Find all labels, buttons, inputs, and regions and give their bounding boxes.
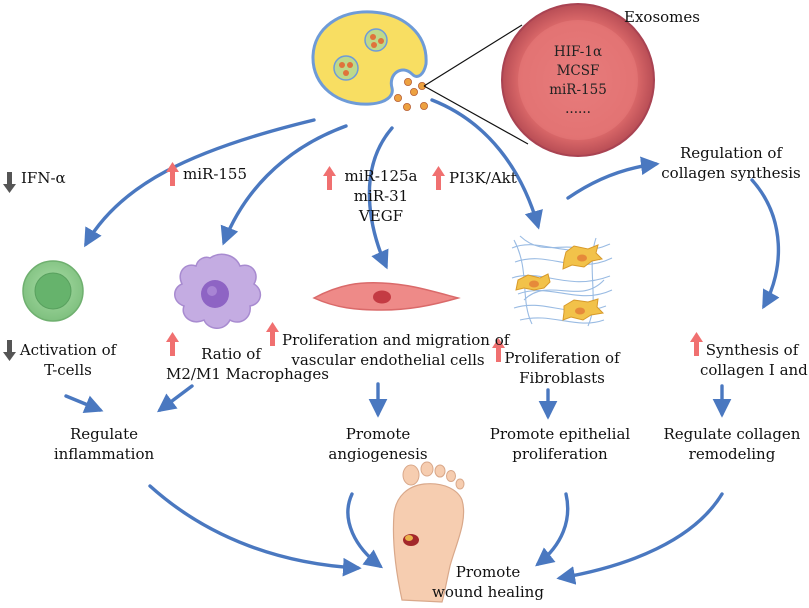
t-cell-icon bbox=[22, 260, 84, 322]
arrow-tcell-down bbox=[64, 394, 104, 413]
zoom-line-top bbox=[423, 24, 523, 87]
exosome-content-item: MCSF bbox=[556, 63, 600, 79]
outcome-epithelial: Promote epithelial proliferation bbox=[486, 424, 634, 464]
outcome-angiogenesis: Promote angiogenesis bbox=[318, 424, 438, 464]
effect-macrophage: Ratio of M2/M1 Macrophages bbox=[166, 344, 329, 384]
label-line: inflammation bbox=[53, 445, 155, 463]
label-line: Proliferation and migration of bbox=[282, 331, 510, 349]
arrow-epithelial-to-healing bbox=[535, 492, 570, 567]
effect-fibroblast: Proliferation of Fibroblasts bbox=[504, 348, 620, 388]
signal-line: miR-125a bbox=[344, 167, 418, 185]
arrow-to-macrophage bbox=[220, 124, 348, 246]
arrow-to-tcell bbox=[84, 118, 316, 248]
effect-endothelial: Proliferation and migration of vascular … bbox=[282, 330, 510, 370]
outcome-remodeling: Regulate collagen remodeling bbox=[662, 424, 802, 464]
arrow-to-regulation bbox=[566, 156, 660, 200]
up-arrow-icon bbox=[266, 322, 279, 346]
exosome-content-item: HIF-1α bbox=[553, 44, 603, 60]
signal-mir155: miR-155 bbox=[183, 165, 248, 183]
up-arrow-icon bbox=[323, 166, 336, 190]
wounded-foot-icon bbox=[392, 461, 465, 603]
label-line: collagen I and III bbox=[700, 361, 809, 379]
outcome-wound-healing: Promote wound healing bbox=[428, 562, 548, 602]
signal-line: miR-31 bbox=[353, 187, 409, 205]
stem-cell-icon bbox=[311, 10, 428, 112]
endothelial-cell-icon bbox=[312, 282, 461, 311]
exosome-content-item: miR-155 bbox=[549, 82, 607, 98]
zoom-line-bottom bbox=[423, 85, 529, 145]
up-arrow-icon bbox=[690, 332, 703, 356]
label-line: Promote bbox=[345, 425, 411, 443]
arrow-macrophage-down bbox=[157, 384, 194, 413]
label-line: Regulate collagen bbox=[663, 425, 801, 443]
up-arrow-icon bbox=[432, 166, 445, 190]
label-line: Promote bbox=[455, 563, 521, 581]
signal-pi3k: PI3K/Akt bbox=[449, 169, 517, 187]
exosomes-title: Exosomes bbox=[624, 8, 700, 26]
up-arrow-icon bbox=[492, 338, 505, 362]
label-line: wound healing bbox=[432, 583, 544, 601]
arrow-remodeling-to-healing bbox=[556, 492, 724, 585]
up-arrow-icon bbox=[166, 162, 179, 186]
fibroblast-icon bbox=[511, 235, 613, 327]
arrow-to-synthesis bbox=[750, 178, 781, 310]
label-line: Regulate bbox=[69, 425, 139, 443]
up-arrow-icon bbox=[166, 332, 179, 356]
exosome-content-item: ...... bbox=[565, 101, 591, 117]
label-line: Ratio of bbox=[201, 345, 261, 363]
exosome-contents: HIF-1α MCSF miR-155 ...... bbox=[538, 43, 618, 119]
signal-line: VEGF bbox=[358, 207, 404, 225]
label-line: remodeling bbox=[688, 445, 776, 463]
arrow-angiogenesis-to-healing bbox=[346, 492, 383, 569]
macrophage-icon bbox=[174, 253, 262, 329]
label-line: M2/M1 Macrophages bbox=[166, 365, 329, 383]
label-line: Activation of bbox=[19, 341, 117, 359]
signal-ifn: IFN-α bbox=[21, 169, 66, 187]
arrow-inflammation-to-healing bbox=[148, 484, 362, 577]
label-line: Regulation of bbox=[679, 144, 783, 162]
label-line: Proliferation of bbox=[504, 349, 620, 367]
effect-collagen: Synthesis of collagen I and III bbox=[700, 340, 809, 380]
flow-arrows bbox=[64, 98, 781, 585]
down-arrow-icon bbox=[3, 172, 16, 193]
signal-endothelial: miR-125a miR-31 VEGF bbox=[326, 166, 436, 226]
label-line: Fibroblasts bbox=[519, 369, 605, 387]
regulation-collagen-label: Regulation of collagen synthesis bbox=[656, 143, 806, 183]
effect-tcell: Activation of T-cells bbox=[16, 340, 120, 380]
label-line: Synthesis of bbox=[705, 341, 799, 359]
outcome-inflammation: Regulate inflammation bbox=[44, 424, 164, 464]
label-line: vascular endothelial cells bbox=[291, 351, 485, 369]
label-line: angiogenesis bbox=[328, 445, 428, 463]
arrow-to-fibroblast bbox=[430, 98, 543, 230]
label-line: proliferation bbox=[512, 445, 608, 463]
down-arrow-icon bbox=[3, 340, 16, 361]
label-line: T-cells bbox=[44, 361, 92, 379]
label-line: collagen synthesis bbox=[661, 164, 801, 182]
exosome-zoom-icon bbox=[501, 3, 655, 157]
label-line: Promote epithelial bbox=[489, 425, 631, 443]
arrow-to-endothelial bbox=[367, 126, 394, 270]
